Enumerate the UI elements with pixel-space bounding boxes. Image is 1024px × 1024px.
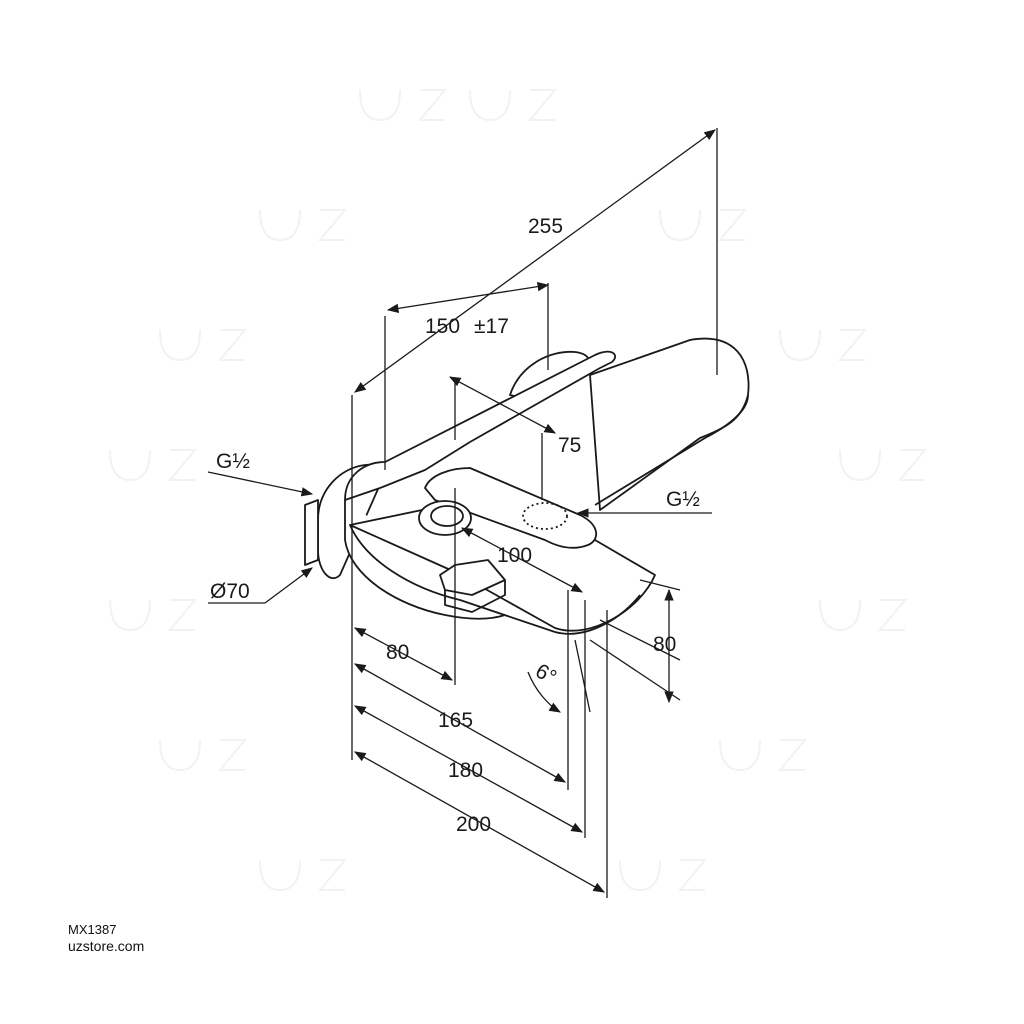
label-diameter: Ø70	[210, 580, 250, 603]
label-80-right: 80	[653, 633, 676, 656]
label-165: 165	[438, 709, 473, 732]
model-number: MX1387	[68, 922, 116, 937]
label-255: 255	[528, 215, 563, 238]
faucet-body	[304, 337, 750, 635]
label-200: 200	[456, 813, 491, 836]
label-80-left: 80	[386, 641, 409, 664]
label-thread-left: G½	[216, 450, 250, 473]
dim-line-75	[448, 376, 557, 434]
label-angle: 6°	[531, 659, 560, 689]
label-75: 75	[558, 434, 581, 457]
label-150: 150	[425, 315, 460, 338]
label-180: 180	[448, 759, 483, 782]
angle-arc	[527, 671, 562, 713]
label-thread-right: G½	[666, 488, 700, 511]
aerator	[522, 502, 568, 530]
footer: MX1387 uzstore.com	[68, 922, 144, 954]
spout-plate	[589, 337, 750, 511]
dimension-lines	[207, 128, 718, 898]
dim-line-100	[460, 527, 584, 593]
inlet-stub	[304, 499, 319, 566]
label-100: 100	[497, 544, 532, 567]
label-150-tolerance: ±17	[474, 315, 509, 338]
dim-line-255	[354, 129, 716, 393]
outlet-ring-inner	[430, 505, 464, 527]
dim-line-150	[386, 282, 550, 313]
dimension-labels: 255 150 ±17 75 100 80 165 180 200 80 6° …	[210, 215, 700, 836]
dim-line-200	[353, 751, 606, 893]
store-url: uzstore.com	[68, 938, 144, 954]
leader-g12-left	[207, 471, 314, 497]
watermark-pattern	[109, 89, 928, 892]
